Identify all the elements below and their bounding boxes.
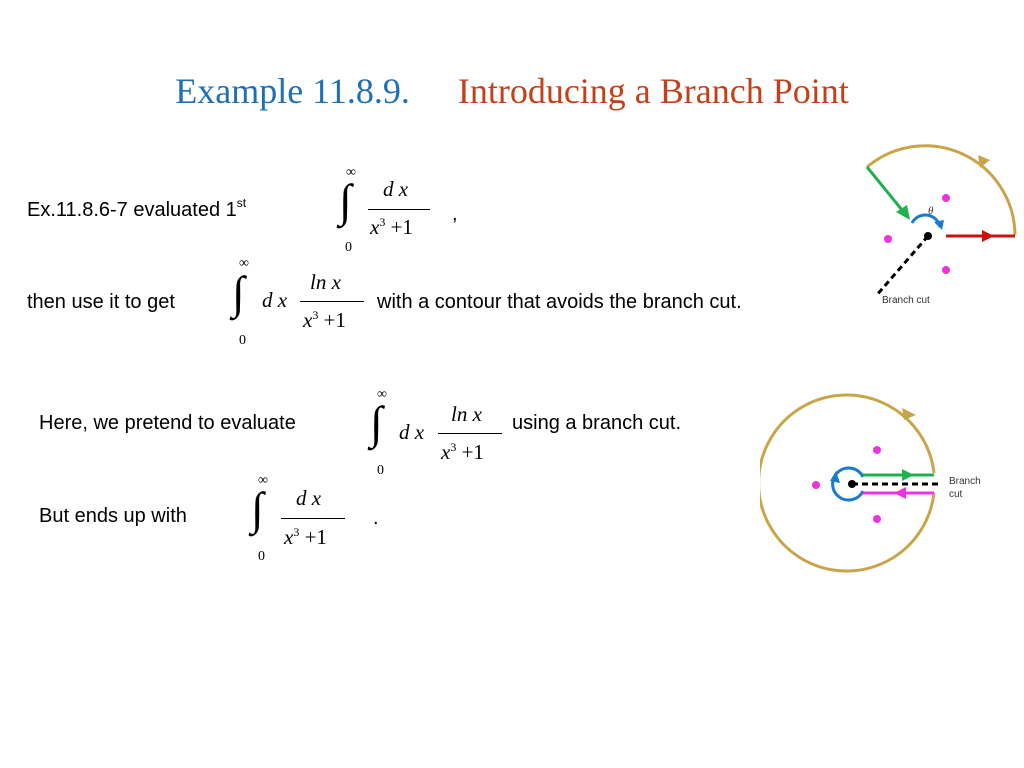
integral-1-lower-limit: 0 xyxy=(345,240,352,255)
integral-3-numerator: ln x xyxy=(451,402,482,426)
slide-title: Example 11.8.9. Introducing a Branch Poin… xyxy=(0,70,1024,112)
integral-2-fraction-bar xyxy=(300,301,364,303)
integral-3-fraction-bar xyxy=(438,433,502,435)
line3-after-text: using a branch cut. xyxy=(512,412,681,434)
title-topic: Introducing a Branch Point xyxy=(457,71,849,111)
figure1-green-ray xyxy=(865,166,904,211)
line1-superscript: st xyxy=(236,196,247,210)
line4-period: . xyxy=(373,507,379,529)
contour-figure-2: Branch cut xyxy=(760,393,981,573)
integral-2-sign: ∫ xyxy=(232,267,245,318)
figure2-pole-left xyxy=(812,481,820,489)
integral-4-lower-limit: 0 xyxy=(258,549,265,564)
integral-3-lower-limit: 0 xyxy=(377,463,384,478)
line2-before-text: then use it to get xyxy=(27,291,175,313)
figure1-green-arrow-icon xyxy=(896,205,910,220)
integral-4-fraction-bar xyxy=(281,518,345,520)
figure2-outer-circle xyxy=(760,393,936,573)
line1-text: Ex.11.8.6-7 evaluated 1st xyxy=(27,196,247,222)
figure1-red-arrow-icon xyxy=(982,230,994,242)
integral-1-fraction-bar xyxy=(368,209,430,211)
integral-2-denominator: x3 +1 xyxy=(303,308,346,332)
figure2-branch-label-line1: Branch xyxy=(949,476,981,487)
line3-before-text: Here, we pretend to evaluate xyxy=(39,412,296,434)
integral-1-denominator: x3 +1 xyxy=(370,215,413,239)
figure2-green-arrow-icon xyxy=(902,469,914,481)
integral-2-upper-limit: ∞ xyxy=(239,256,249,271)
figure2-small-blue-circle xyxy=(831,466,865,502)
line2-after-text: with a contour that avoids the branch cu… xyxy=(377,291,742,313)
integral-3-upper-limit: ∞ xyxy=(377,387,387,402)
integral-4-upper-limit: ∞ xyxy=(258,473,268,488)
integral-1-upper-limit: ∞ xyxy=(346,165,356,180)
line1-comma: , xyxy=(452,203,458,225)
integral-4-denominator: x3 +1 xyxy=(284,525,327,549)
line1-label: Ex.11.8.6-7 evaluated 1 xyxy=(27,199,237,221)
integral-2-numerator: ln x xyxy=(310,270,341,294)
integral-2-lower-limit: 0 xyxy=(239,333,246,348)
line4-before-text: But ends up with xyxy=(39,505,187,527)
figure2-branch-label-line2: cut xyxy=(949,489,963,500)
figure2-pole-top xyxy=(873,446,881,454)
figure1-pole-top xyxy=(942,194,950,202)
integral-4-sign: ∫ xyxy=(251,483,264,534)
figure2-magenta-arrow-icon xyxy=(894,487,906,499)
figure2-arc-arrow-icon xyxy=(902,408,916,420)
figure1-outer-arc xyxy=(866,144,1017,236)
figure1-branch-cut-line xyxy=(874,235,930,297)
figure2-origin-point xyxy=(848,480,856,488)
figure1-blue-arrow-icon xyxy=(934,220,944,230)
figure1-small-blue-arc xyxy=(910,213,942,228)
integral-2-dx: d x xyxy=(262,288,288,312)
figure2-pole-bottom xyxy=(873,515,881,523)
integral-3-dx: d x xyxy=(399,420,425,444)
integral-1-numerator: d x xyxy=(383,177,409,201)
figure1-pole-left xyxy=(884,235,892,243)
contour-figure-1: θ Branch cut xyxy=(865,144,1017,306)
figure1-branch-cut-label: Branch cut xyxy=(882,295,930,306)
integral-1-sign: ∫ xyxy=(339,175,352,226)
figure1-theta-label: θ xyxy=(928,205,934,217)
integral-4-numerator: d x xyxy=(296,486,322,510)
integral-3-denominator: x3 +1 xyxy=(441,440,484,464)
integral-3-sign: ∫ xyxy=(370,397,383,448)
figure2-blue-arrow-icon xyxy=(830,471,840,483)
figure1-arc-arrow-icon xyxy=(978,155,990,168)
title-example-number: Example 11.8.9. xyxy=(175,71,410,111)
figure1-pole-bottom xyxy=(942,266,950,274)
